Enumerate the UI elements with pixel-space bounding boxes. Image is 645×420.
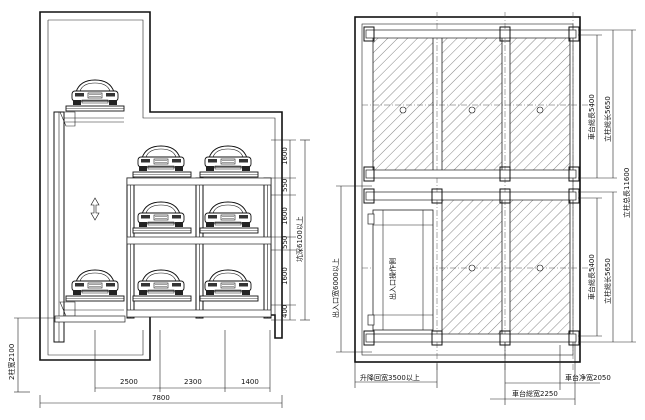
lower-platform-length: 車台総長5400 (587, 254, 596, 300)
left-dim-label: 2柱宽2100 (7, 344, 16, 380)
entry-note: 出入口操作側 (388, 258, 397, 300)
level-dim-6: 400 (281, 305, 289, 318)
total-width-label: 7800 (152, 394, 170, 402)
entry-length: 出入口宽6000以上 (331, 258, 340, 318)
bottom-dim-3: 1400 (241, 378, 259, 386)
total-length: 立柱总長11600 (622, 168, 631, 218)
level-dim-5: 1600 (281, 267, 289, 285)
platform-net-width: 車台净宽2050 (565, 373, 611, 382)
pit-depth-label: 坑深6100以上 (295, 216, 304, 262)
level-dim-1: 1600 (281, 147, 289, 165)
platform-width: 車台総宽2250 (512, 389, 558, 398)
plan-view: 出入口操作側 車台総長5400 立柱総长5650 立柱总長11600 車台総長5… (331, 12, 636, 405)
bottom-dim-2: 2300 (184, 378, 202, 386)
side-elevation: 1600 550 1600 550 1600 400 坑深6100以上 2柱宽2… (7, 11, 310, 408)
upper-platform-length: 車台総長5400 (587, 94, 596, 140)
level-dim-3: 1600 (281, 207, 289, 225)
lower-column-length: 立柱総长5650 (603, 258, 612, 304)
level-dim-4: 550 (281, 236, 289, 249)
level-dim-2: 550 (281, 179, 289, 192)
entry-width: 升降回宽3500以上 (360, 373, 420, 382)
bottom-dim-1: 2500 (120, 378, 138, 386)
upper-column-length: 立柱総长5650 (603, 96, 612, 142)
